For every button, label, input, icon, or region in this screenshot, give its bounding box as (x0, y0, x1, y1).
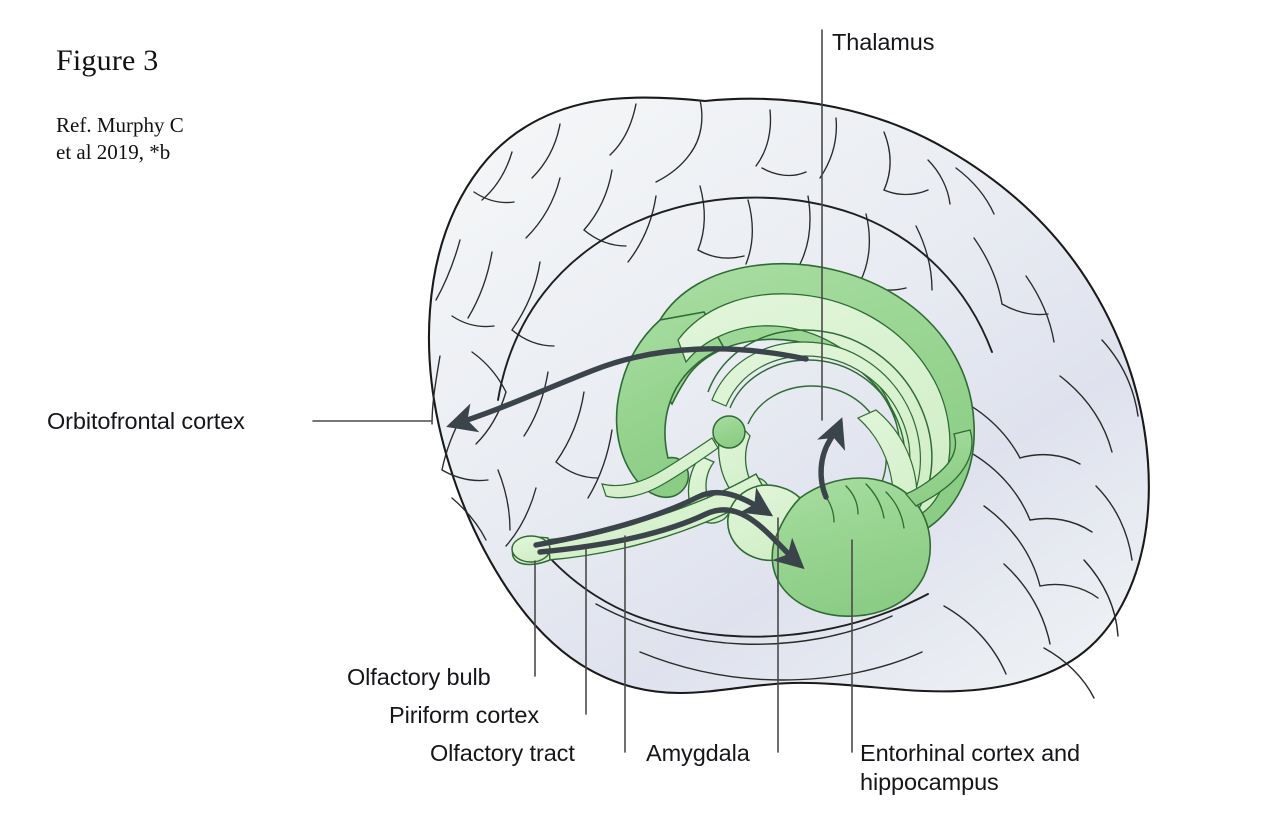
hippocampal-tail (904, 429, 973, 507)
hippocampus-digitations (823, 483, 905, 529)
figure-reference-line1: Ref. Murphy C (56, 113, 184, 137)
temporal-sulcus-2 (639, 651, 923, 681)
arrow-to-orbitofrontal-cortex (446, 346, 809, 433)
label-entorhinal-cortex-and-hippocampus: Entorhinal cortex and hippocampus (860, 739, 1080, 797)
cortex-sulci (431, 99, 1055, 547)
arrow-olfactory-to-entorhinal (537, 507, 805, 570)
label-entorhinal-line1: Entorhinal cortex and (860, 740, 1080, 766)
pathway-arrows (446, 346, 846, 570)
temporal-lobe-outline (547, 555, 929, 638)
figure-reference-line2: et al 2019, *b (56, 140, 171, 164)
leader-lines (312, 29, 853, 753)
figure-reference: Ref. Murphy C et al 2019, *b (56, 112, 184, 166)
label-olfactory-tract: Olfactory tract (430, 740, 575, 766)
cingulate-anterior-hook (615, 311, 726, 498)
mammillary-body (712, 415, 746, 449)
figure-number: Figure 3 (56, 44, 159, 77)
cerebral-cortex (427, 96, 1150, 699)
fornix-arc-3 (747, 385, 887, 497)
label-thalamus: Thalamus (832, 29, 935, 55)
temporal-sulcus-1 (595, 603, 893, 645)
label-orbitofrontal-cortex: Orbitofrontal cortex (47, 408, 245, 434)
arrow-hippocampus-to-thalamus (817, 417, 846, 500)
callosal-sulcus (497, 196, 993, 401)
arrow-olfactory-to-amygdala (533, 487, 774, 548)
label-piriform-cortex: Piriform cortex (389, 702, 539, 728)
label-olfactory-bulb: Olfactory bulb (347, 664, 491, 690)
label-amygdala: Amygdala (646, 740, 750, 766)
stria-pale-strip (601, 437, 719, 499)
label-entorhinal-line2: hippocampus (860, 769, 999, 795)
occipital-sulci (941, 339, 1139, 699)
